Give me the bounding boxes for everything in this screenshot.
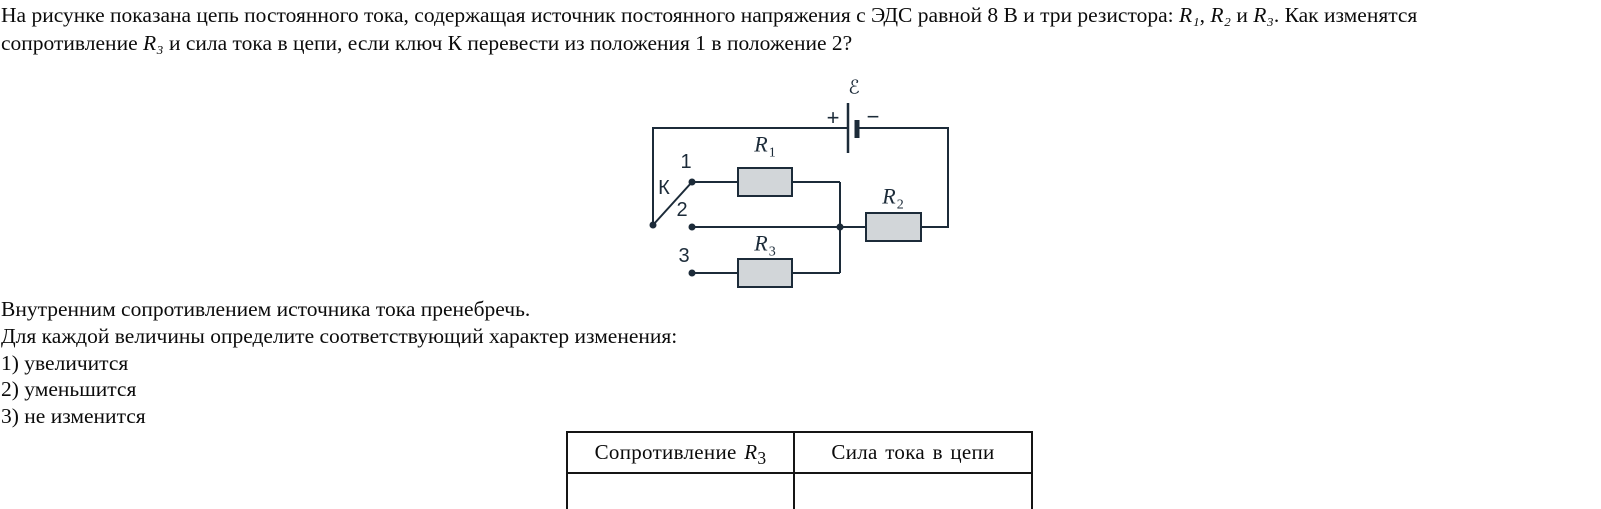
resistor-r1-ref: R₁ [1178, 3, 1200, 27]
resistor-r1-base: R [754, 131, 768, 157]
battery-minus-label: − [866, 104, 880, 129]
resistor-r3-ref: R₃ [1253, 3, 1274, 27]
contact-3-dot [688, 269, 696, 277]
note-instruction: Для каждой величины определите соответст… [1, 323, 678, 348]
switch-label: К [658, 177, 670, 199]
answer-table: Сопротивление R3 Сила тока в цепи [566, 431, 1033, 509]
change-option-2: 2) уменьшится [1, 377, 137, 402]
circuit-diagram: ℰ + − К 1 2 3 R1 R2 R3 [635, 75, 965, 300]
contact-2-dot [688, 223, 696, 231]
problem-statement: На рисунке показана цепь постоянного ток… [1, 1, 1417, 57]
resistor-r2-sub: 2 [896, 197, 904, 213]
problem-text: и [1230, 3, 1254, 27]
change-option-3: 3) не изменится [1, 404, 146, 429]
table-header-resistance-r3: Сопротивление R3 [568, 433, 795, 472]
switch-position-1-label[interactable]: 1 [680, 151, 692, 173]
answer-cell-resistance-r3[interactable] [568, 474, 795, 509]
resistor-r3-box [737, 258, 793, 288]
answer-table-header-row: Сопротивление R3 Сила тока в цепи [568, 433, 1031, 474]
table-header-current: Сила тока в цепи [831, 440, 995, 464]
resistor-r2-box [865, 212, 922, 242]
change-option-1: 1) увеличится [1, 350, 129, 375]
problem-line-1: На рисунке показана цепь постоянного ток… [1, 1, 1417, 29]
problem-text: , [1199, 3, 1211, 27]
resistor-r3-sub: 3 [768, 244, 776, 260]
resistor-r3-ref: R₃ [143, 31, 164, 55]
switch-pivot-dot [649, 221, 657, 229]
answer-table-body-row [568, 474, 1031, 509]
note-internal-resistance: Внутренним сопротивлением источника тока… [1, 297, 531, 321]
answer-cell-current[interactable] [795, 474, 1031, 509]
notes-block: Внутренним сопротивлением источника тока… [1, 296, 677, 430]
resistor-r2-base: R [882, 183, 896, 209]
switch-blade[interactable] [652, 181, 693, 226]
switch-position-3-label[interactable]: 3 [678, 245, 690, 267]
wire-top-right-and-right [857, 127, 949, 228]
problem-text: На рисунке показана цепь постоянного ток… [1, 3, 1179, 27]
resistor-r3-base: R [754, 230, 768, 256]
problem-text: сопротивление [1, 31, 143, 55]
header-text: Сопротивление [594, 440, 745, 464]
resistor-r2-label: R2 [882, 185, 903, 212]
resistor-r2-ref: R₂ [1210, 3, 1231, 27]
header-r-base: R [744, 440, 758, 464]
resistor-r3-label: R3 [754, 232, 775, 259]
resistor-r1-sub: 1 [768, 145, 776, 161]
wire-left-and-top [652, 127, 848, 225]
circuit-svg [649, 103, 949, 288]
header-r-sub: 3 [757, 448, 767, 469]
emf-label: ℰ [848, 76, 860, 99]
resistor-r1-box [737, 167, 793, 197]
junction-dot [836, 223, 844, 231]
switch-position-2-label[interactable]: 2 [676, 199, 688, 221]
resistor-r1-label: R1 [754, 133, 775, 160]
battery-plus-label: + [826, 105, 840, 130]
problem-line-2: сопротивление R₃ и сила тока в цепи, есл… [1, 29, 1417, 57]
problem-text: и сила тока в цепи, если ключ К перевест… [163, 31, 853, 55]
contact-1-dot [688, 178, 696, 186]
problem-text: . Как изменятся [1273, 3, 1418, 27]
